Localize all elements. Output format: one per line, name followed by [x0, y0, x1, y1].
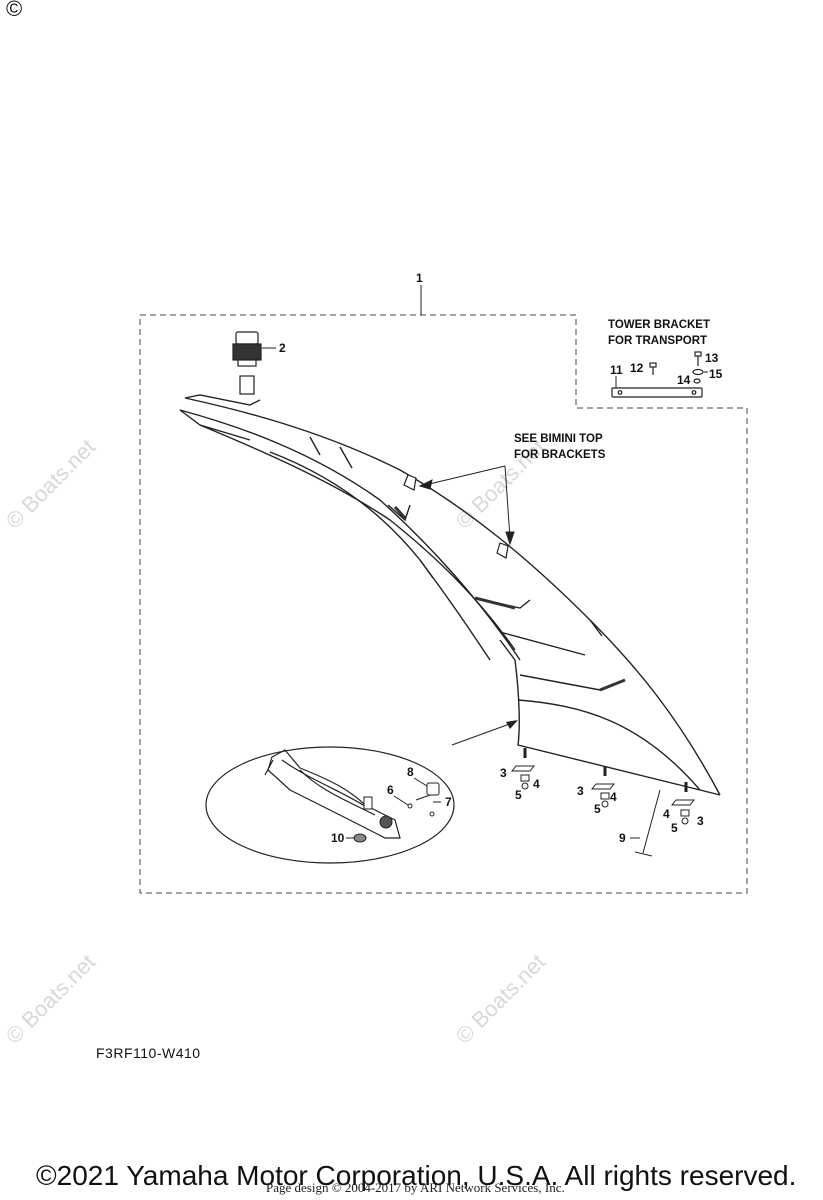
tower-cap-part: [232, 331, 262, 395]
callout-14: 14: [677, 373, 691, 387]
callout-5: 5: [515, 788, 522, 802]
watermark: © Boats.net: [1, 434, 100, 533]
assembly-outline: [139, 314, 748, 894]
callout-4: 4: [663, 807, 670, 821]
tower-bracket-note-line1: TOWER BRACKET: [608, 319, 710, 331]
callout-9: 9: [619, 831, 626, 845]
callout-7: 7: [445, 795, 452, 809]
callout-5: 5: [671, 821, 678, 835]
callout-3: 3: [500, 766, 507, 780]
bimini-note-line2: FOR BRACKETS: [514, 449, 606, 461]
callout-4: 4: [610, 790, 617, 804]
page-design-credit: Page design © 2004-2017 by ARI Network S…: [266, 1180, 565, 1195]
callout-3: 3: [577, 784, 584, 798]
watermarks: © Boats.net © Boats.net © Boats.net © Bo…: [1, 434, 550, 1048]
callout-11: 11: [610, 363, 623, 377]
callout-12: 12: [630, 361, 644, 375]
watermark: © Boats.net: [451, 949, 550, 1048]
diagram-code: F3RF110-W410: [96, 1045, 201, 1061]
callout-3: 3: [697, 814, 704, 828]
callout-4: 4: [533, 777, 540, 791]
callout-2: 2: [279, 341, 286, 355]
tower-rod-part: [630, 789, 661, 857]
corner-copyright-mark: ©: [6, 0, 23, 21]
transport-bracket: [611, 351, 704, 398]
tower-panel-shading: [393, 505, 626, 692]
detail-view: 8 6 7 10: [205, 720, 518, 864]
callout-6: 6: [387, 783, 394, 797]
callout-13: 13: [705, 351, 719, 365]
callout-10: 10: [331, 831, 345, 845]
callout-1: 1: [416, 271, 423, 285]
copyright-notice: ©2021 Yamaha Motor Corporation, U.S.A. A…: [36, 1160, 797, 1191]
callout-15: 15: [709, 367, 723, 381]
callout-5: 5: [594, 802, 601, 816]
wakeboard-tower: [179, 394, 721, 796]
callout-8: 8: [407, 765, 414, 779]
bimini-leader-arrows: [418, 465, 515, 546]
bimini-note-line1: SEE BIMINI TOP: [514, 433, 603, 445]
watermark: © Boats.net: [1, 949, 100, 1048]
mounting-hardware: [510, 765, 696, 825]
tower-bracket-note-line2: FOR TRANSPORT: [608, 335, 707, 347]
mounting-studs: [523, 748, 688, 792]
bimini-bracket-tab: [403, 474, 509, 559]
